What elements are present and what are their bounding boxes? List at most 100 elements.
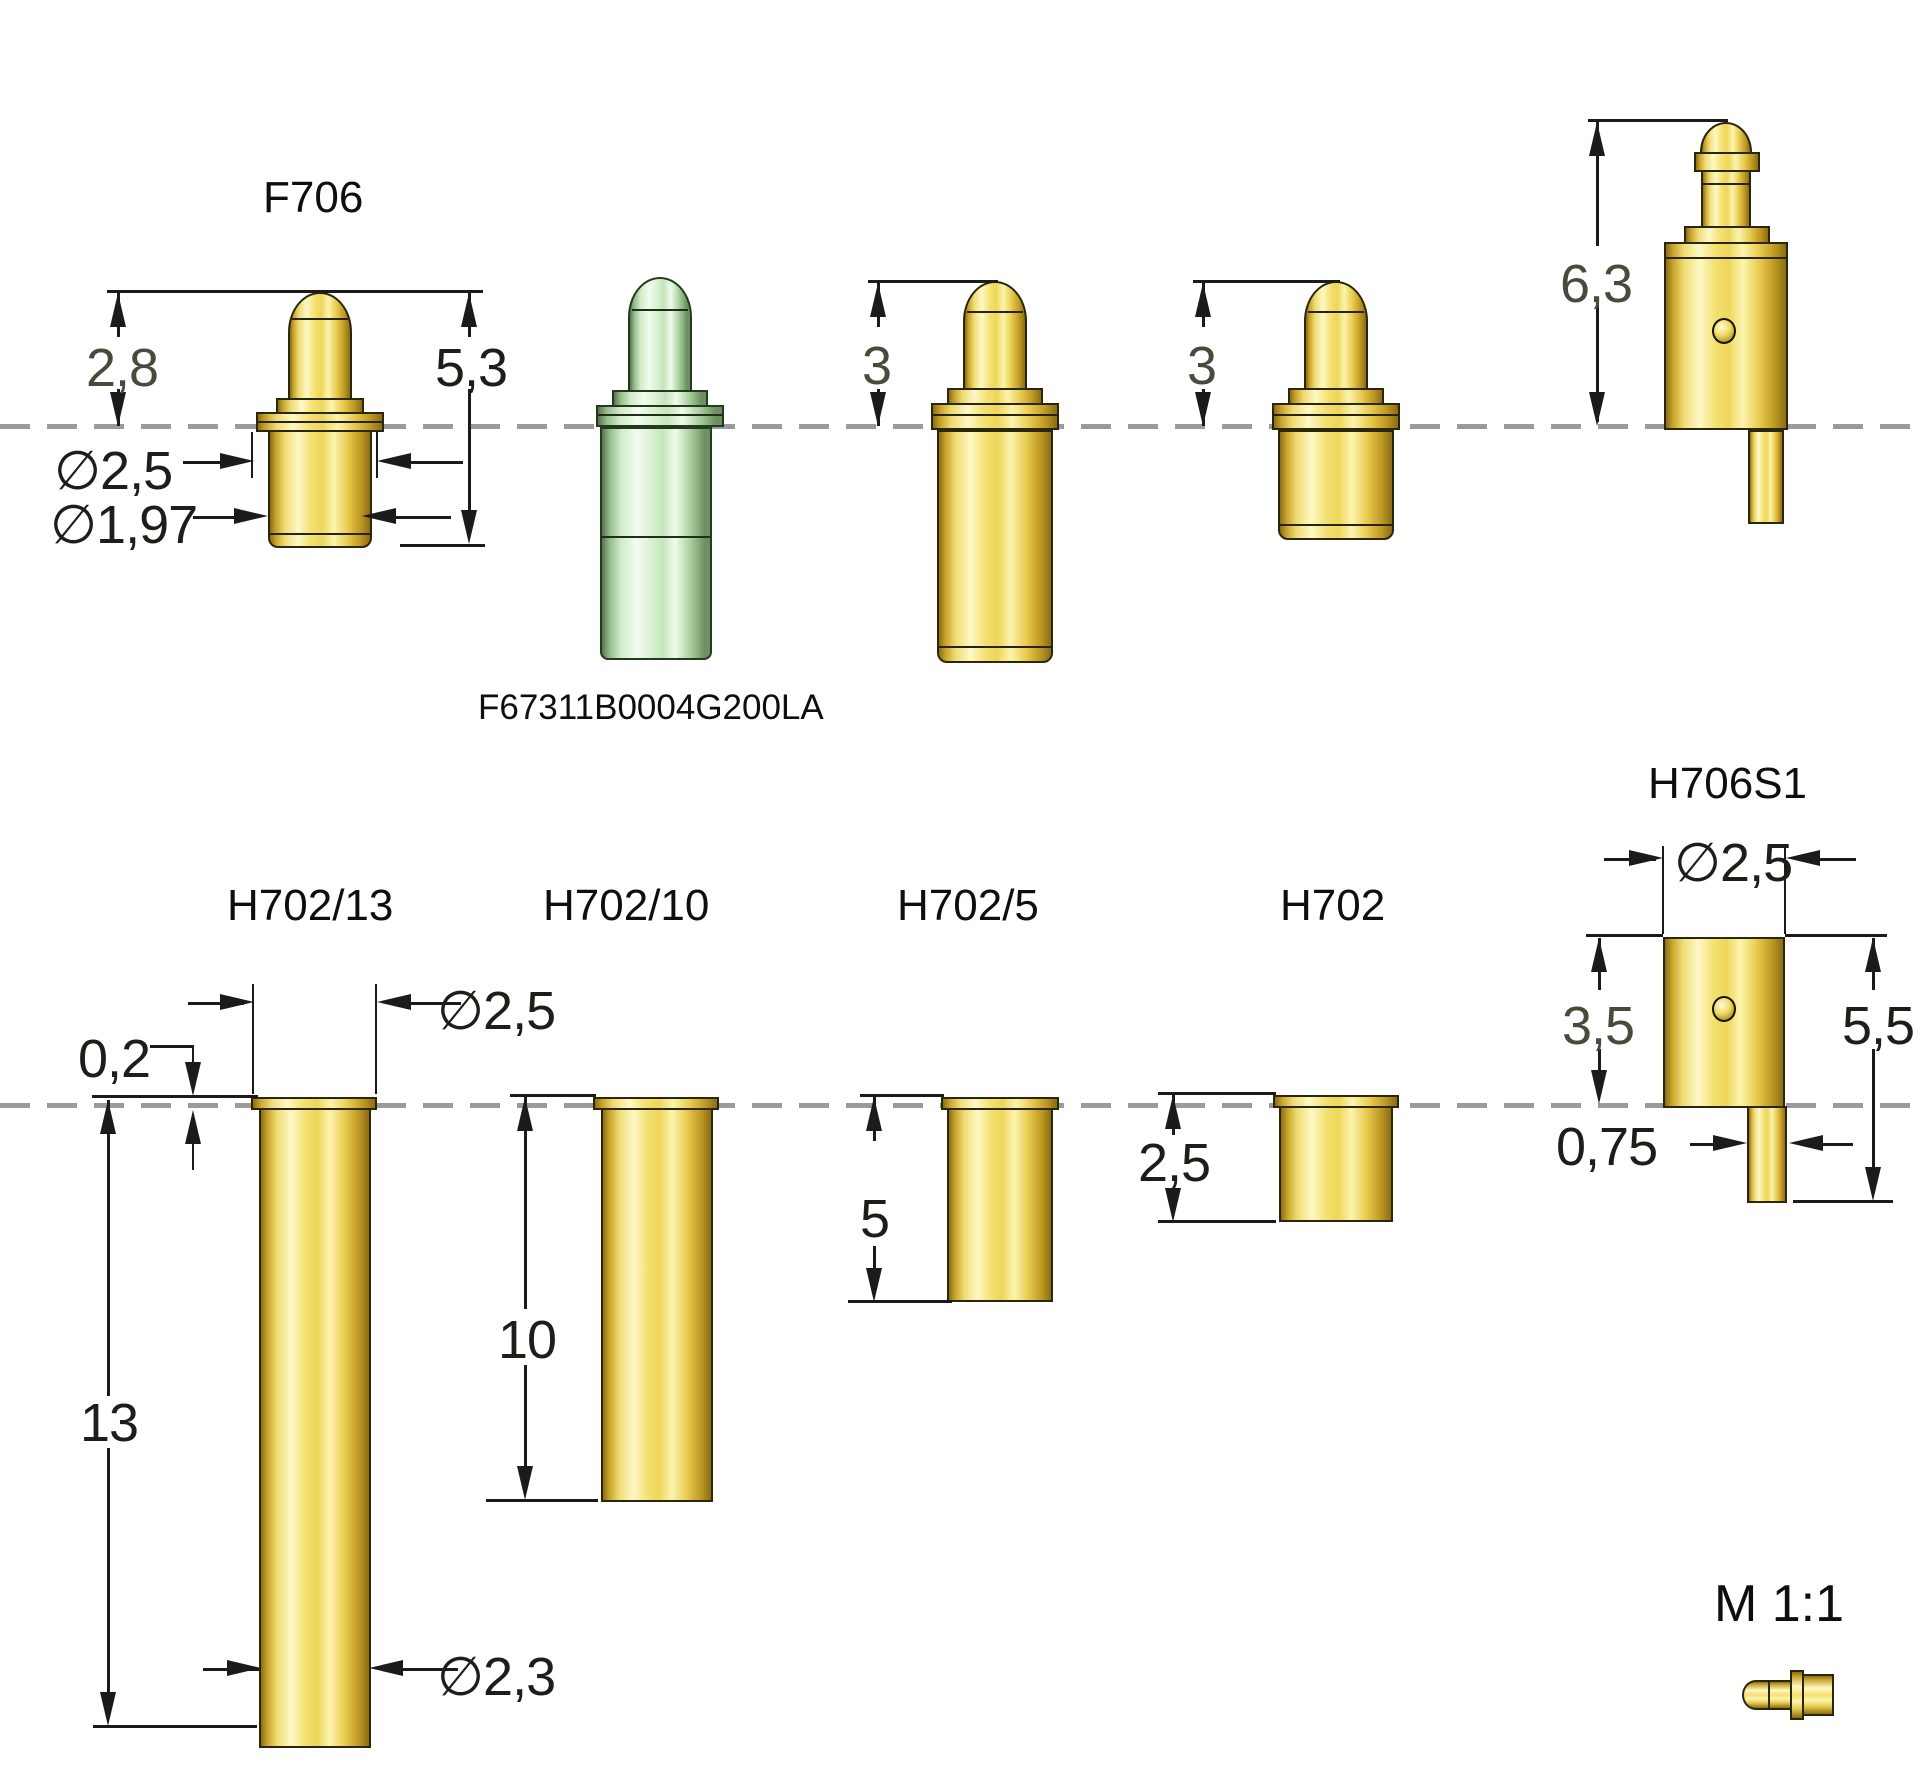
dim-h702-length: 2,5 [1138,1133,1211,1193]
dim-h706s1-tail-shaft-left [1690,1143,1716,1146]
dim-h706s1-bottom-refline [1793,1200,1893,1203]
dim-h702-13-tube-arrow-left [227,1660,261,1676]
dim-h706s1-dia-shaft-right [1820,858,1856,861]
h706s1-body [1663,937,1785,1108]
dim-pin-medium-refline [868,280,998,283]
dim-h702-13-dia-arrow-right [377,994,411,1010]
green-probe-flange-seam [598,414,722,416]
pin-medium-flange-seam [933,414,1057,416]
dim-h702-13-arrow-down [100,1692,116,1726]
dim-h702-13-tube-shaft-right [403,1668,458,1671]
dim-f706-flange-arrow-right [377,453,411,469]
pin-short-plunger [1304,281,1368,391]
dim-h706s1-tail-width: 0,75 [1556,1117,1658,1177]
dim-h702-13-flange-diameter: ∅2,5 [437,981,556,1041]
dim-h702-13-line-b [107,1448,110,1712]
dim-f706-total-arrow-down [461,510,477,544]
pin-f706-flange-seam [258,421,382,423]
dim-pin-short-refline [1193,280,1340,283]
dim-h702-5-top-refline [860,1094,944,1097]
h702-10-tube [601,1108,713,1502]
dim-h702-13-flange-leader-v [192,1045,194,1065]
pin-short-body [1278,430,1394,540]
dim-h702-13-length: 13 [80,1393,139,1453]
dim-h706s1-dia-arrow-left [1629,850,1663,866]
dim-f706-flange-arrow-left [220,453,254,469]
dim-h702-13-dia-arrow-left [220,994,254,1010]
dim-pin-medium-arrow-down [870,392,886,426]
dim-h706s1-ext-right [1784,846,1786,934]
dim-h702-13-tube-arrow-right [369,1660,403,1676]
dim-h706s1-diameter: ∅2,5 [1674,833,1793,893]
h702-tube [1279,1106,1393,1222]
dim-h702-13-top-refline [92,1095,258,1098]
dim-h702-13-flange-leader [150,1045,194,1048]
dim-h702-arrow-up [1165,1095,1181,1129]
part-label-h702: H702 [1280,881,1386,930]
dim-pin-short-tip-height: 3 [1187,336,1217,396]
dim-h702-5-length: 5 [860,1189,890,1249]
dim-h706s1-topref-left [1586,934,1663,937]
pin-smt-tip [1700,122,1752,156]
dim-pin-smt-line-b [1596,300,1599,422]
dim-h702-10-top-refline [510,1094,596,1097]
dim-h702-13-ext-left [252,984,254,1094]
dim-h706s1-topref-right [1785,934,1887,937]
pin-short-body-seam [1280,524,1392,526]
pin-smt-hole [1712,318,1736,344]
dim-h706s1-upper-line-b [1598,1049,1601,1073]
dim-h702-arrow-down [1165,1188,1181,1222]
dim-pin-smt-arrow-up [1589,122,1605,156]
dim-f706-total-arrow-up [461,293,477,327]
dim-f706-body-arrow-right [362,508,396,524]
h706s1-tail [1747,1106,1787,1203]
dim-h702-5-bottom-refline [848,1300,952,1303]
h702-13-tube [259,1108,371,1748]
dim-h702-13-flange-thickness: 0,2 [78,1029,151,1089]
dim-f706-flange-shaft-right [411,461,463,464]
dim-pin-short-arrow-up [1195,283,1211,317]
dim-h702-5-arrow-down [866,1268,882,1302]
dim-h706s1-upper-height: 3,5 [1562,996,1635,1056]
dim-pin-medium-arrow-up [870,283,886,317]
dim-h702-10-line-b [524,1365,527,1467]
dim-h702-5-line-b [873,1246,876,1270]
pin-smt-tail [1748,430,1784,524]
dim-h702-10-arrow-up [517,1097,533,1131]
dim-h702-bottom-refline [1158,1220,1276,1223]
pin-short-plunger-seam [1308,311,1364,313]
pin-f706-plunger [288,292,352,402]
dim-f706-body-arrow-left [234,508,268,524]
dim-h706s1-tail-arrow-left [1713,1135,1747,1151]
dim-pin-smt-height: 6,3 [1560,254,1633,314]
green-probe-body [600,427,712,660]
dim-h706s1-total-height: 5,5 [1842,996,1915,1056]
part-label-h702-5: H702/5 [897,881,1039,930]
dim-f706-body-shaft-left [193,516,248,519]
dim-h702-5-arrow-up [866,1097,882,1131]
dim-f706-flange-shaft-left [183,461,235,464]
dim-pin-smt-line-a [1596,122,1599,246]
dim-f706-bottom-refline [400,544,485,547]
dim-h702-13-ext-right [375,984,377,1094]
pin-medium-body [937,430,1053,663]
pin-medium-flange [931,403,1059,430]
dim-h706s1-upper-arrow-down [1591,1070,1607,1104]
dim-h702-13-flange-leader-v2 [192,1142,194,1170]
dim-h702-13-dia-shaft-right [411,1002,461,1005]
dim-h706s1-total-line-b [1872,1049,1875,1169]
dim-pin-smt-arrow-down [1589,392,1605,426]
pin-short-flange [1272,403,1400,430]
dim-pin-short-arrow-down [1195,392,1211,426]
part-label-f706: F706 [263,173,364,222]
dim-f706-tip-arrow-up [110,293,126,327]
scale-pin-plunger [1768,1680,1792,1710]
pin-short-flange-seam [1274,414,1398,416]
dim-f706-tip-arrow-down [110,392,126,426]
green-probe-flange [596,405,724,427]
dim-pin-medium-tip-height: 3 [862,336,892,396]
dim-h702-10-line-a [524,1097,527,1309]
part-label-h702-13: H702/13 [227,881,394,930]
dim-h706s1-total-arrow-down [1865,1167,1881,1201]
